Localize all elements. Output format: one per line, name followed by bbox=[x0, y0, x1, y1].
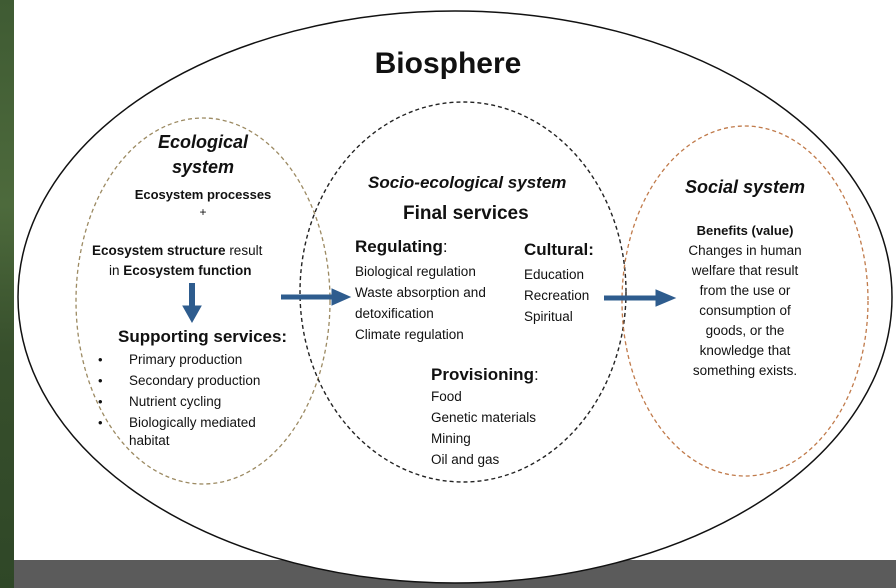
provisioning-heading: Provisioning: bbox=[431, 365, 539, 385]
ecological-heading-line2: system bbox=[171, 157, 235, 177]
list-item: Food bbox=[431, 389, 462, 404]
ecological-heading-line1: Ecological bbox=[157, 132, 249, 152]
ecosystem-processes: Ecosystem processes bbox=[134, 187, 272, 202]
list-item: Nutrient cycling bbox=[98, 391, 260, 412]
in-text: in bbox=[109, 263, 124, 278]
biosphere-title: Biosphere bbox=[374, 47, 522, 80]
benefits-title: Benefits (value) bbox=[696, 223, 794, 238]
plus-sign: + bbox=[199, 205, 207, 219]
list-item: detoxification bbox=[355, 306, 434, 321]
list-item: Mining bbox=[431, 431, 471, 446]
list-item: Spiritual bbox=[524, 309, 573, 324]
cultural-list: Education Recreation Spiritual bbox=[524, 264, 589, 327]
benefits-line: goods, or the bbox=[705, 323, 785, 338]
socio-ecological-system-ellipse bbox=[299, 101, 627, 483]
list-item: Waste absorption and bbox=[355, 285, 486, 300]
benefits-line: from the use or bbox=[699, 283, 791, 298]
benefits-line: something exists. bbox=[692, 363, 798, 378]
final-services-title: Final services bbox=[403, 203, 529, 224]
list-item: Biological regulation bbox=[355, 264, 476, 279]
list-item: Oil and gas bbox=[431, 452, 500, 467]
down-arrow bbox=[182, 283, 202, 324]
list-item: Genetic materials bbox=[431, 410, 537, 425]
background-photo-strip bbox=[0, 0, 14, 588]
arrow-to-social bbox=[604, 289, 677, 307]
ecosystem-structure: Ecosystem structure bbox=[92, 243, 226, 258]
list-item: Education bbox=[524, 267, 585, 282]
benefits-line: Changes in human bbox=[688, 243, 802, 258]
regulating-list: Biological regulation Waste absorption a… bbox=[355, 261, 486, 345]
result-text: result bbox=[225, 243, 263, 258]
list-item: Biologically mediated bbox=[98, 412, 260, 433]
regulating-title: Regulating bbox=[355, 237, 443, 256]
list-item: Primary production bbox=[98, 349, 260, 370]
list-item: Recreation bbox=[524, 288, 590, 303]
provisioning-title: Provisioning bbox=[431, 365, 534, 384]
provisioning-colon: : bbox=[533, 365, 539, 384]
social-system-heading: Social system bbox=[684, 177, 806, 197]
list-item: Secondary production bbox=[98, 370, 260, 391]
supporting-services-list: Primary production Secondary production … bbox=[98, 349, 260, 433]
supporting-services-continuation: habitat bbox=[129, 433, 170, 448]
benefits-line: knowledge that bbox=[699, 343, 791, 358]
cultural-title: Cultural: bbox=[524, 240, 594, 259]
supporting-services-title: Supporting services: bbox=[118, 327, 288, 346]
ecosystem-function-line: in Ecosystem function bbox=[109, 263, 252, 279]
biosphere-ellipse bbox=[17, 10, 893, 584]
social-system-ellipse bbox=[621, 125, 869, 477]
arrow-to-socio bbox=[281, 288, 352, 306]
benefits-line: welfare that result bbox=[691, 263, 799, 278]
ecosystem-structure-line: Ecosystem structure result bbox=[92, 243, 262, 259]
regulating-heading: Regulating: bbox=[355, 237, 448, 257]
socio-ecological-heading: Socio-ecological system bbox=[368, 173, 567, 192]
provisioning-list: Food Genetic materials Mining Oil and ga… bbox=[431, 386, 536, 470]
ecosystem-function: Ecosystem function bbox=[123, 263, 252, 278]
benefits-line: consumption of bbox=[699, 303, 791, 318]
list-item: Climate regulation bbox=[355, 327, 464, 342]
regulating-colon: : bbox=[442, 237, 448, 256]
ecological-system-ellipse bbox=[75, 117, 331, 485]
